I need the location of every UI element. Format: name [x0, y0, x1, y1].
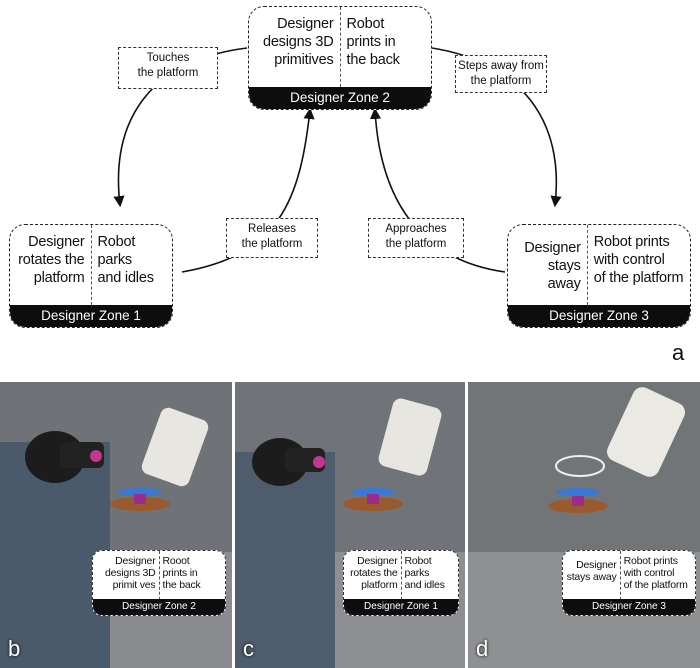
text-line: and idles [404, 579, 445, 591]
zone-3-box: Designer stays away Robot prints with co… [507, 224, 691, 328]
photo-c-zone-overlay: Designer rotates the platform Robot park… [343, 550, 459, 616]
text-line: Robot [346, 16, 385, 32]
text-line: primitives [274, 52, 334, 68]
zone-2-title: Designer Zone 2 [249, 87, 431, 109]
zone-3-designer-action: Designer stays away [508, 225, 588, 305]
photo-b-zone-overlay: Designer designs 3D primit ves Rooot pri… [92, 550, 226, 616]
text-line: parks [404, 567, 430, 579]
text-line: of the platform [623, 579, 688, 591]
overlay-robot-action: Rooot prints in the back [160, 551, 226, 605]
overlay-robot-action: Robot prints with control of the platfor… [621, 551, 695, 605]
transition-touches-platform: Touches the platform [118, 47, 218, 89]
photo-d-scene [468, 382, 700, 668]
text-line: Designer [28, 234, 85, 250]
text-line: Designer [357, 555, 398, 567]
text-line: prints in [162, 567, 198, 579]
photo-panel-d: Designer stays away Robot prints with co… [468, 382, 700, 668]
text-line: Robot [97, 234, 136, 250]
photo-b-scene [0, 382, 232, 668]
text-line: parks [97, 252, 133, 268]
transition-releases-platform: Releases the platform [226, 218, 318, 258]
text-line: platform [33, 270, 85, 286]
text-line: Designer [115, 555, 156, 567]
text-line: the platform [241, 238, 303, 250]
text-line: rotates the [350, 567, 398, 579]
text-line: the back [346, 52, 400, 68]
overlay-designer-action: Designer rotates the platform [344, 551, 402, 605]
zone-2-designer-action: Designer designs 3D primitives [249, 7, 341, 87]
text-line: with control [623, 567, 675, 579]
text-line: stays away [566, 571, 617, 583]
zone-3-title: Designer Zone 3 [508, 305, 690, 327]
transition-approaches-platform: Approaches the platform [368, 218, 464, 258]
panel-label-a: a [672, 340, 685, 365]
text-line: Designer [277, 16, 334, 32]
panel-label-d: d [476, 636, 489, 661]
text-line: prints in [346, 34, 396, 50]
overlay-designer-action: Designer designs 3D primit ves [93, 551, 160, 605]
zone-1-box: Designer rotates the platform Robot park… [9, 224, 173, 328]
text-line: Rooot [162, 555, 190, 567]
photo-d-zone-overlay: Designer stays away Robot prints with co… [562, 550, 696, 616]
text-line: platform [361, 579, 398, 591]
text-line: Approaches [385, 223, 447, 235]
zone-1-robot-action: Robot parks and idles [92, 225, 173, 305]
text-line: with control [593, 252, 665, 268]
text-line: the back [162, 579, 201, 591]
text-line: Robot [404, 555, 432, 567]
text-line: Designer [524, 240, 581, 256]
text-line: and idles [97, 270, 154, 286]
text-line: designs 3D [262, 34, 334, 50]
text-line: Designer [576, 559, 617, 571]
text-line: Robot prints [623, 555, 678, 567]
panel-label-c: c [243, 636, 254, 661]
text-line: rotates the [18, 252, 85, 268]
text-line: the platform [385, 238, 447, 250]
zone-2-robot-action: Robot prints in the back [341, 7, 432, 87]
text-line: designs 3D [104, 567, 156, 579]
text-line: of the platform [593, 270, 684, 286]
text-line: Robot prints [593, 234, 670, 250]
photo-c-scene [235, 382, 465, 668]
overlay-zone-title: Designer Zone 2 [93, 599, 225, 615]
zone-3-robot-action: Robot prints with control of the platfor… [588, 225, 690, 305]
text-line: the platform [137, 67, 199, 79]
zone-1-designer-action: Designer rotates the platform [10, 225, 92, 305]
text-line: primit ves [112, 579, 156, 591]
photo-panel-b: Designer designs 3D primit ves Rooot pri… [0, 382, 232, 668]
overlay-designer-action: Designer stays away [563, 551, 621, 605]
text-line: stays away [547, 258, 581, 292]
panel-label-b: b [8, 636, 21, 661]
text-line: Steps away from [458, 60, 544, 72]
text-line: Touches [146, 52, 190, 64]
transition-steps-away: Steps away from the platform [455, 55, 547, 93]
zone-1-title: Designer Zone 1 [10, 305, 172, 327]
zone-2-box: Designer designs 3D primitives Robot pri… [248, 6, 432, 110]
overlay-zone-title: Designer Zone 3 [563, 599, 695, 615]
overlay-zone-title: Designer Zone 1 [344, 599, 458, 615]
overlay-robot-action: Robot parks and idles [402, 551, 459, 605]
photo-panel-c: Designer rotates the platform Robot park… [235, 382, 465, 668]
text-line: the platform [470, 75, 532, 87]
text-line: Releases [248, 223, 296, 235]
